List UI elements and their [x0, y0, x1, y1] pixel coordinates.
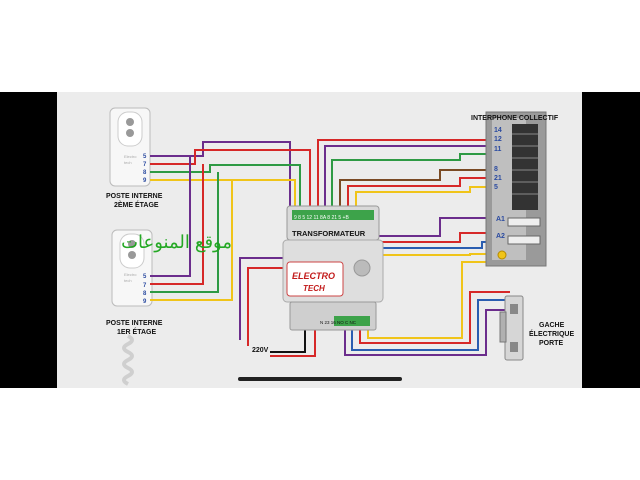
gache-electrique: [499, 295, 524, 361]
gache-label-line1: GACHE: [539, 322, 565, 329]
wire-red-b: [347, 177, 492, 206]
poste2-terminal: 5: [143, 154, 147, 160]
transfo-top-terminals: 9 8 5 12 11 8A 8 21 5 +B: [294, 215, 349, 221]
interphone-terminal: 5: [494, 184, 498, 191]
interphone-terminal: A1: [496, 216, 505, 223]
wire-red: [150, 149, 311, 206]
poste1-terminals: 5 7 8 9: [143, 274, 147, 305]
wire-yellow: [355, 186, 492, 206]
poste2-label-line2: 2ÈME ÉTAGE: [114, 200, 159, 209]
interphone-label: INTERPHONE COLLECTIF: [471, 115, 559, 122]
svg-text:tech: tech: [124, 278, 132, 283]
poste2-label-line1: POSTE INTERNE: [106, 193, 163, 200]
wiring-diagram: Electro tech 5 7 8 9 POSTE INTERNE 2ÈME …: [57, 92, 582, 388]
transformateur-label: TRANSFORMATEUR: [292, 229, 366, 238]
brand-line1: ELECTRO: [292, 271, 335, 281]
wires-interphone: [317, 139, 492, 256]
wire-green: [150, 164, 301, 206]
interphone-terminal: 21: [494, 175, 502, 182]
wire-yellow-2: [150, 180, 233, 301]
svg-text:Electro: Electro: [124, 154, 137, 159]
wire-red: [359, 291, 510, 344]
wire-yellow-b: [378, 253, 492, 256]
wire-purple-2: [150, 156, 191, 277]
brand-line2: TECH: [303, 284, 325, 293]
handset-cord: [122, 334, 134, 386]
wire-black: [270, 330, 306, 353]
watermark-text: موقع المنوعات: [121, 232, 232, 253]
wire-red-220: [270, 330, 316, 357]
poste2-terminal: 8: [143, 170, 147, 176]
right-letterbox: [582, 92, 640, 388]
poste1-terminal: 7: [143, 283, 147, 289]
wire-red-c: [372, 232, 492, 243]
wire-purple: [324, 145, 492, 206]
poste2-terminal: 9: [143, 178, 147, 184]
wire-purple-3: [239, 257, 288, 340]
interphone-terminal: 14: [494, 127, 502, 134]
wire-yellow: [150, 179, 296, 206]
poste2-terminal: 7: [143, 162, 147, 168]
home-indicator[interactable]: [238, 377, 402, 381]
interphone-terminals: 14 12 11 8 21 5 A1 A2: [494, 127, 505, 240]
interphone-collectif-panel: [485, 111, 547, 267]
gache-label-line2: ÉLECTRIQUE: [529, 329, 574, 338]
wire-blue: [351, 299, 510, 351]
poste1-terminal: 5: [143, 274, 147, 280]
transformateur-box: [282, 205, 384, 331]
poste1-label-line2: 1ER ÉTAGE: [117, 327, 156, 336]
top-bar: [0, 0, 640, 92]
poste1-terminal: 8: [143, 291, 147, 297]
poste1-label-line1: POSTE INTERNE: [106, 320, 163, 327]
svg-text:Electro: Electro: [124, 272, 137, 277]
wire-red: [317, 139, 492, 206]
gache-label-line3: PORTE: [539, 340, 563, 347]
left-letterbox: [0, 92, 57, 388]
wire-red-3: [247, 267, 288, 346]
poste-interne-1er-etage: Electro tech: [111, 229, 153, 307]
bottom-bar: [0, 388, 640, 480]
poste-interne-2eme-etage: Electro tech: [109, 107, 151, 187]
interphone-terminal: A2: [496, 233, 505, 240]
poste1-terminal: 9: [143, 299, 147, 305]
wire-purple-b: [372, 217, 492, 237]
wire-purple: [150, 141, 291, 206]
poste2-terminals: 5 7 8 9: [143, 154, 147, 184]
interphone-terminal: 12: [494, 136, 502, 143]
transfo-bottom-terminals: N 23 16 NO C NC: [320, 320, 357, 325]
interphone-terminal: 11: [494, 146, 502, 153]
wires-postes: [150, 141, 311, 346]
wire-red-2: [150, 164, 204, 285]
wires-gache: [270, 261, 510, 357]
wire-brown: [339, 169, 492, 206]
wire-green: [331, 153, 492, 206]
wire-yellow: [367, 261, 492, 339]
svg-text:tech: tech: [124, 160, 132, 165]
v220-label: 220V: [252, 347, 269, 354]
wire-green-2: [150, 172, 219, 293]
wire-purple: [344, 309, 506, 356]
interphone-terminal: 8: [494, 166, 498, 173]
